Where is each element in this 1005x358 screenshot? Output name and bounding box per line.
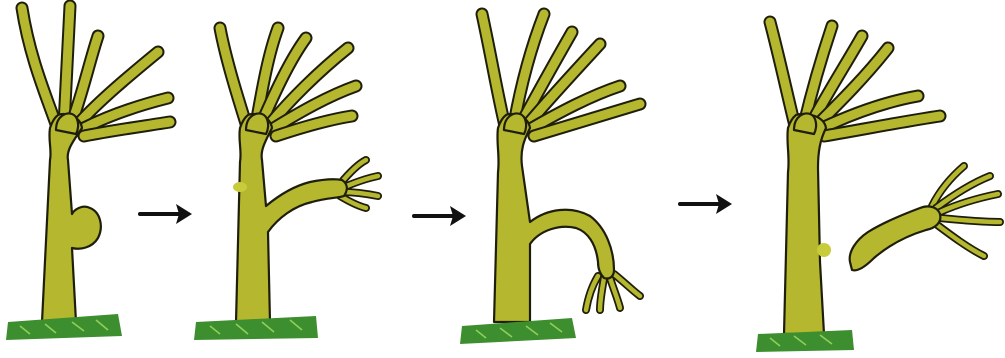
stage-4-ground bbox=[756, 330, 854, 352]
stage-4-parent-hydra bbox=[756, 22, 940, 352]
stage-2-side-marker bbox=[233, 182, 247, 192]
stage-4-detachment-scar bbox=[817, 243, 831, 257]
stage-4-body bbox=[784, 114, 826, 334]
arrow-3 bbox=[680, 194, 732, 214]
stage-2-tentacles bbox=[220, 28, 356, 136]
stage-1-hydra bbox=[6, 6, 170, 340]
stage-2-hydra bbox=[194, 28, 378, 340]
stage-3-bud-tentacles bbox=[586, 274, 640, 310]
stage-2-body bbox=[236, 114, 347, 322]
stage-2-ground bbox=[194, 316, 318, 340]
stage-4-bud-tentacles bbox=[932, 166, 1000, 256]
arrow-2 bbox=[414, 206, 466, 226]
arrow-1 bbox=[140, 204, 192, 224]
stage-4-bud-body bbox=[850, 206, 941, 270]
stage-4-detached-bud bbox=[850, 166, 1000, 270]
stage-1-tentacles bbox=[22, 6, 170, 136]
stage-3-hydra bbox=[460, 14, 640, 344]
stage-3-body bbox=[494, 114, 614, 322]
stage-1-body bbox=[42, 114, 101, 322]
